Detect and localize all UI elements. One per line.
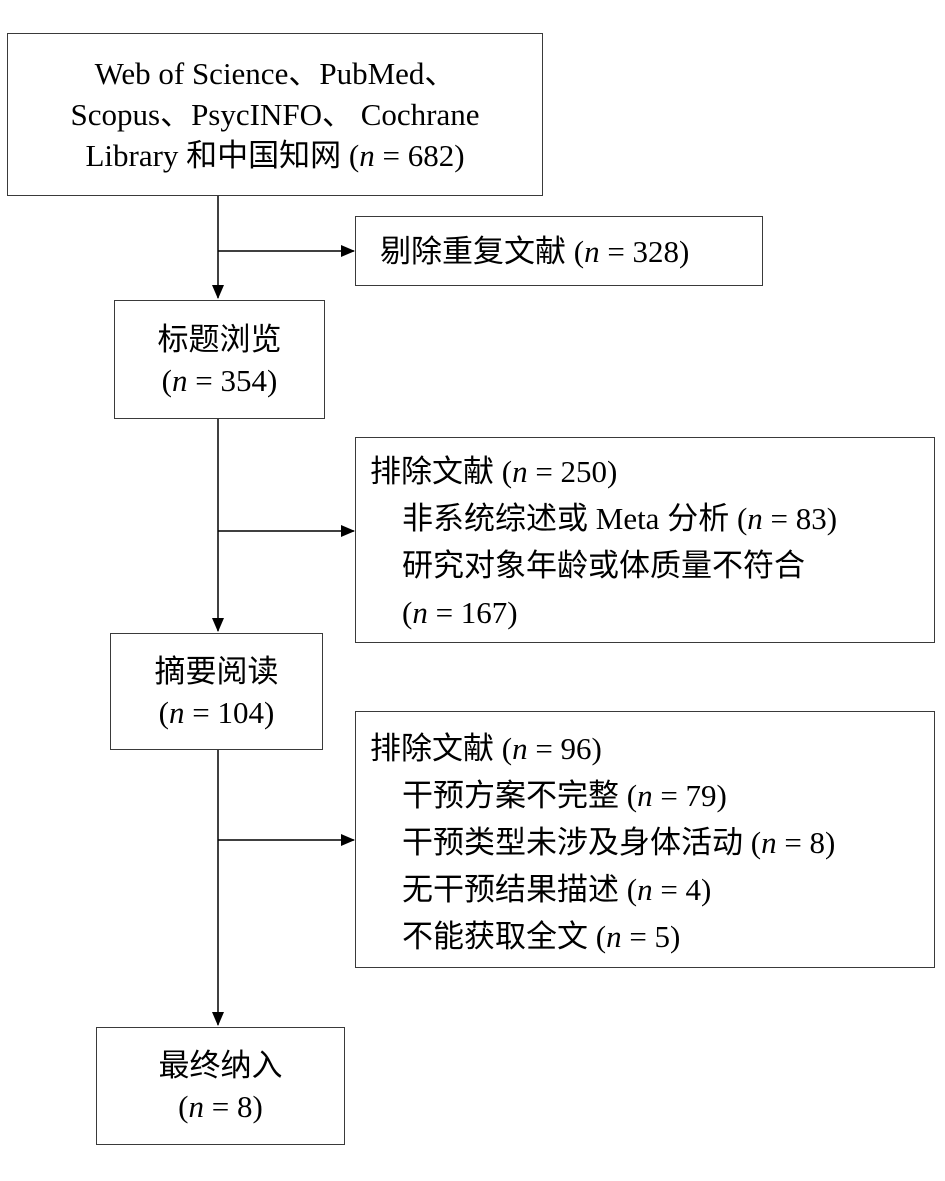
- excluded-box-1: 排除文献 (n = 250) 非系统综述或 Meta 分析 (n = 83) 研…: [355, 437, 935, 643]
- excluded-2-item: 干预类型未涉及身体活动 (n = 8): [402, 825, 836, 860]
- sources-line-3: Library 和中国知网 (n = 682): [85, 138, 465, 173]
- sources-box: Web of Science、PubMed、 Scopus、PsycINFO、 …: [7, 33, 543, 196]
- sources-line-2: Scopus、PsycINFO、 Cochrane: [70, 97, 480, 132]
- excluded-box-2: 排除文献 (n = 96) 干预方案不完整 (n = 79) 干预类型未涉及身体…: [355, 711, 935, 968]
- excluded-2-item: 无干预结果描述 (n = 4): [402, 872, 712, 907]
- excluded-1-item-wrapped-count: (n = 167): [402, 595, 518, 630]
- excluded-2-header: 排除文献 (n = 96): [370, 731, 602, 766]
- duplicates-box: 剔除重复文献 (n = 328): [355, 216, 763, 286]
- title-screen-count: (n = 354): [161, 362, 278, 398]
- included-count: (n = 8): [178, 1089, 263, 1124]
- abstract-screen-count: (n = 104): [158, 694, 275, 730]
- abstract-screen-label: 摘要阅读: [154, 653, 279, 689]
- excluded-1-item-wrapped: 研究对象年龄或体质量不符合: [402, 548, 805, 583]
- title-screen-label: 标题浏览: [157, 321, 282, 357]
- sources-line-1: Web of Science、PubMed、: [94, 56, 456, 91]
- title-screen-box: 标题浏览 (n = 354): [114, 300, 325, 419]
- duplicates-label: 剔除重复文献 (n = 328): [380, 234, 690, 269]
- excluded-1-header: 排除文献 (n = 250): [370, 454, 618, 489]
- included-label: 最终纳入: [158, 1048, 283, 1083]
- abstract-screen-box: 摘要阅读 (n = 104): [110, 633, 323, 750]
- excluded-2-item: 干预方案不完整 (n = 79): [402, 778, 727, 813]
- included-box: 最终纳入 (n = 8): [96, 1027, 345, 1145]
- excluded-2-item: 不能获取全文 (n = 5): [402, 919, 681, 954]
- excluded-1-item: 非系统综述或 Meta 分析 (n = 83): [402, 501, 838, 536]
